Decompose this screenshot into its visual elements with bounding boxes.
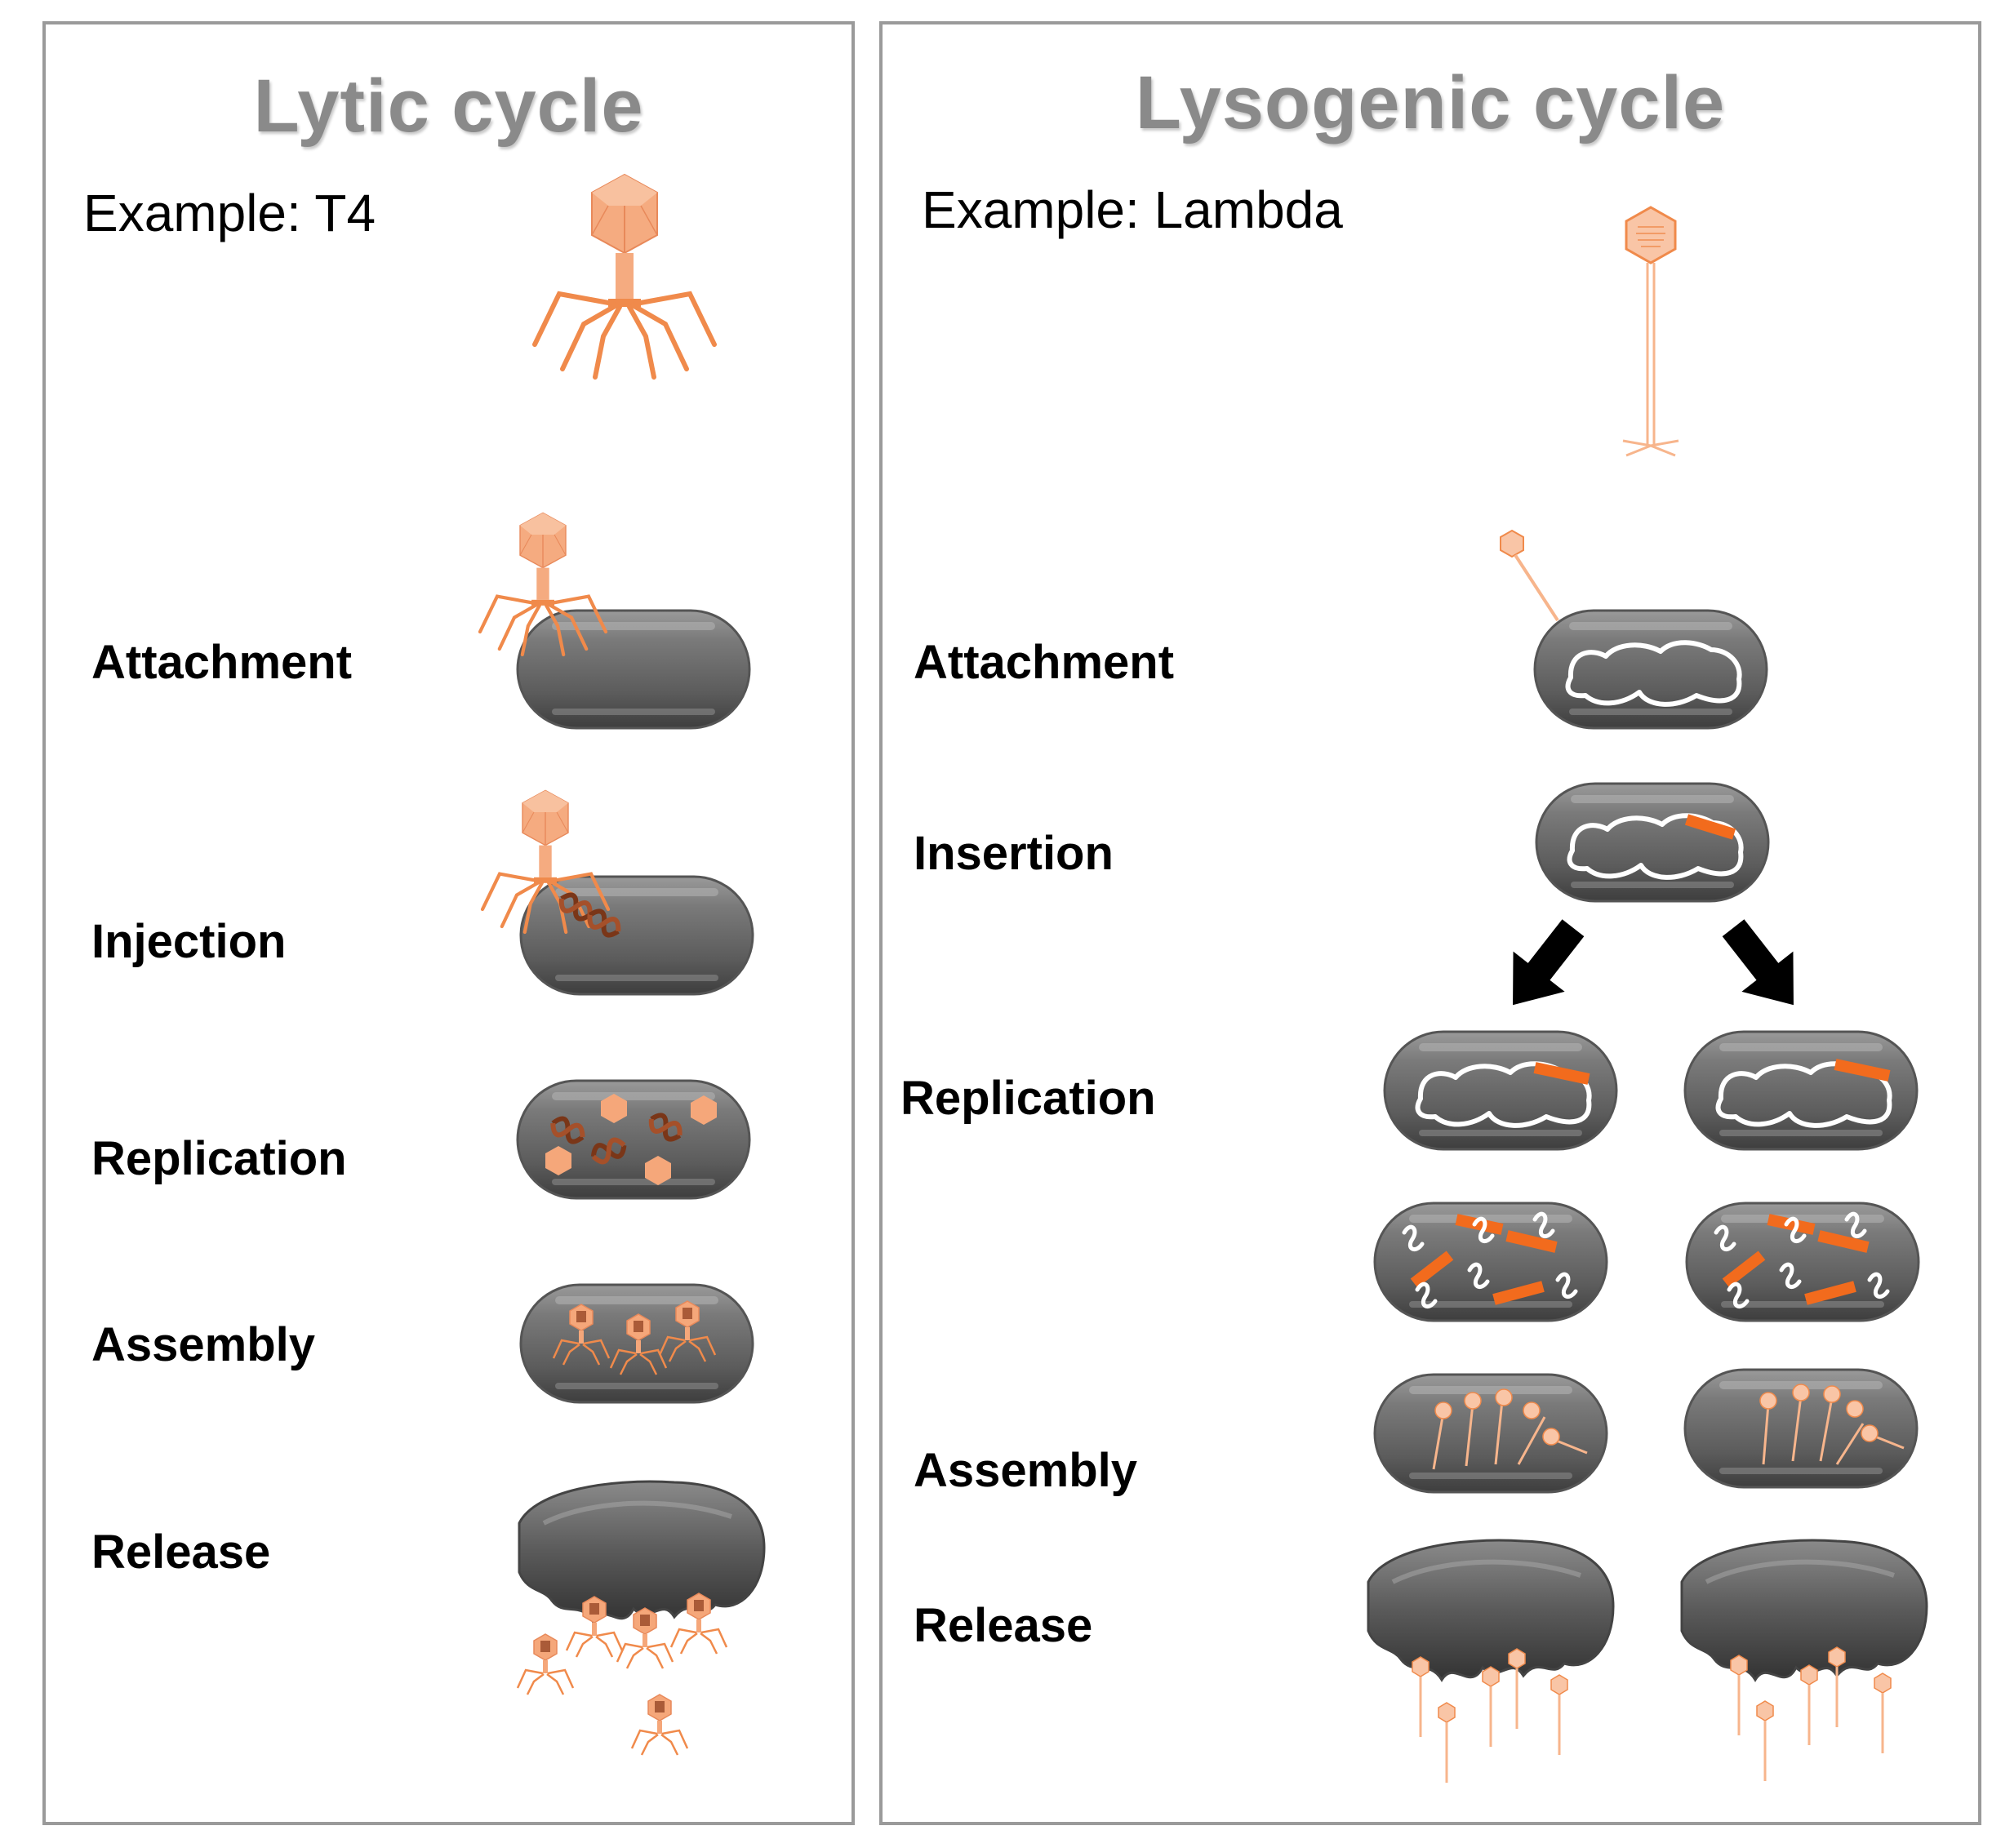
lambda-assembly-cell-left <box>1373 1373 1608 1494</box>
lytic-example: Example: T4 <box>83 184 376 242</box>
lytic-step-injection: Injection <box>91 915 287 968</box>
lytic-step-attachment: Attachment <box>91 636 353 689</box>
lytic-step-release: Release <box>91 1526 271 1579</box>
lambda-phage-icon <box>1621 206 1680 457</box>
arrow-left-icon <box>1487 908 1599 1025</box>
lysogenic-step-release: Release <box>914 1599 1093 1652</box>
arrow-right-icon <box>1707 908 1820 1025</box>
replicating-phage-parts-icon <box>545 1094 717 1185</box>
lysogenic-step-replication: Replication <box>900 1072 1156 1125</box>
lytic-replication-cell <box>516 1079 751 1200</box>
induced-cell-left <box>1373 1202 1608 1322</box>
lytic-step-replication: Replication <box>91 1132 347 1185</box>
lysogenic-lysed-cell-left <box>1368 1540 1613 1680</box>
lysogenic-title: Lysogenic cycle <box>1135 61 1726 144</box>
lysogenic-step-assembly: Assembly <box>914 1444 1138 1497</box>
lytic-step-assembly: Assembly <box>91 1318 316 1371</box>
lysogenic-lysed-cell-right <box>1682 1540 1927 1680</box>
lysed-cell <box>519 1482 764 1621</box>
t4-phage-icon <box>535 175 714 377</box>
prophage-left <box>1533 1062 1590 1085</box>
prophage-right <box>1834 1059 1891 1082</box>
lysogenic-step-attachment: Attachment <box>914 636 1175 689</box>
lytic-title: Lytic cycle <box>253 64 644 148</box>
lysogenic-cycle-panel: Lysogenic cycle Example: Lambda Attachme… <box>879 21 1981 1825</box>
lytic-attachment-cell <box>516 609 751 730</box>
lambda-assembly-cell-right <box>1683 1368 1919 1489</box>
lysogenic-example: Example: Lambda <box>922 180 1343 239</box>
lysogenic-step-insertion: Insertion <box>914 827 1114 880</box>
lambda-attaching-icon <box>1500 529 1559 622</box>
induced-cell-right <box>1685 1202 1920 1322</box>
inserted-prophage <box>1684 814 1736 840</box>
